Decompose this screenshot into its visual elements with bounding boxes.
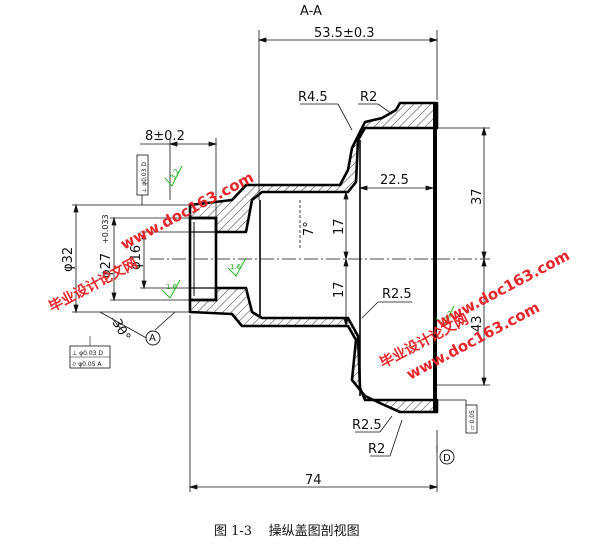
gdt-frame-left — [69, 336, 111, 369]
gdt-text-runout-b: ⌭ φ0.05 A — [72, 361, 102, 368]
label-43: 43 — [470, 315, 485, 332]
roughness-1: 3.2 — [169, 167, 181, 181]
label-phi-32: φ32 — [61, 247, 76, 272]
dim-8 — [140, 138, 218, 218]
label-7-deg: 7° — [302, 221, 317, 236]
dim-17 — [343, 190, 349, 328]
section-label: A-A — [300, 4, 322, 19]
radius-leaders — [300, 103, 412, 457]
label-r4-5: R4.5 — [298, 90, 328, 105]
gdt-text-flatness: ▱ 0.05 — [469, 410, 476, 430]
roughness-symbols — [161, 165, 455, 327]
datum-d — [436, 445, 455, 465]
dim-angle-30 — [99, 311, 151, 341]
label-phi-16: φ16 — [129, 245, 144, 270]
label-r2-5-mid: R2.5 — [382, 287, 412, 302]
label-datum-d: D — [443, 453, 451, 464]
label-30-deg: 30° — [109, 317, 134, 344]
dim-overall-top — [257, 30, 439, 200]
dim-22-5 — [358, 185, 435, 191]
label-8: 8±0.2 — [145, 129, 185, 144]
dim-53-5: 53.5±0.3 — [314, 26, 375, 41]
datum-a — [145, 311, 176, 346]
roughness-2: 1.6 — [166, 283, 178, 291]
label-22-5: 22.5 — [380, 173, 409, 188]
label-tolerance: +0.033 — [101, 214, 110, 244]
gdt-frame-top — [136, 154, 149, 205]
label-17-top: 17 — [332, 218, 347, 235]
label-phi-27: φ27 — [99, 253, 114, 278]
roughness-3: 1.6 — [230, 263, 242, 271]
label-r2-bottom: R2 — [368, 442, 385, 457]
label-37: 37 — [470, 188, 485, 205]
label-r2-top: R2 — [360, 90, 377, 105]
section-body — [188, 101, 439, 414]
gdt-frame-right — [437, 399, 478, 434]
dim-37-43 — [437, 126, 490, 387]
gdt-text-runout-a: ⊥ φ0.03 D — [72, 350, 103, 357]
figure-caption: 图 1-3 操纵盖图剖视图 — [214, 523, 360, 539]
dim-diameters — [72, 203, 190, 314]
gdt-text-top: ⊥ φ0.03 D — [141, 162, 148, 193]
label-r2-5-bottom: R2.5 — [352, 418, 382, 433]
dim-74: 74 — [305, 473, 322, 488]
label-datum-a: A — [149, 333, 156, 344]
dim-overall-bottom — [188, 315, 439, 492]
label-17-bottom: 17 — [332, 281, 347, 298]
